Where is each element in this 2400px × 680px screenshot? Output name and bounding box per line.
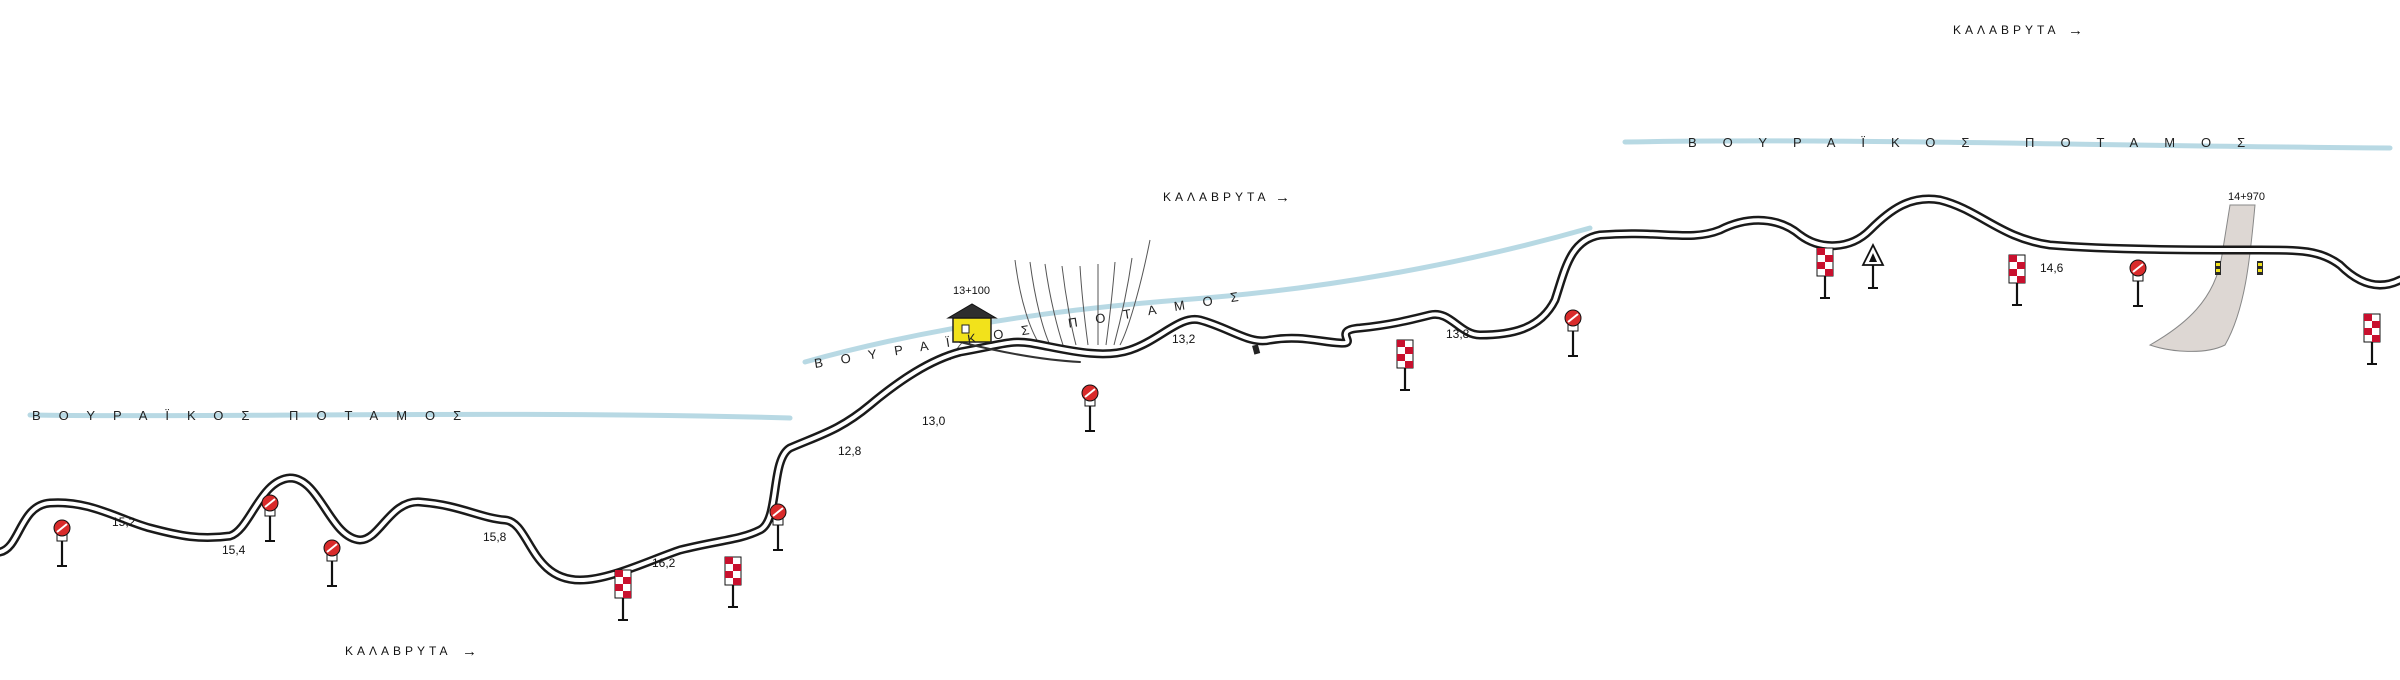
chainage-label-station: 13+100	[953, 285, 990, 297]
river-label-right: ΒΟΥΡΑΪΚΟΣ ΠΟΤΑΜΟΣ	[1688, 135, 2271, 150]
km-label: 13,0	[922, 414, 946, 428]
chainage-label-crossing: 14+970	[2228, 191, 2265, 203]
km-label: 15,4	[222, 543, 246, 557]
km-label: 15,2	[112, 515, 136, 529]
checker-board-sign-icon	[614, 569, 632, 621]
track-outer	[0, 194, 2400, 585]
direction-text: ΚΑΛΑΒΡΥΤΑ	[1953, 23, 2059, 37]
river-segment-middle	[802, 225, 1593, 365]
direction-label-middle: ΚΑΛΑΒΡΥΤΑ →	[1163, 189, 1290, 206]
stop-signal-icon	[53, 519, 71, 567]
km-label: 15,8	[483, 530, 507, 544]
river-segments	[27, 138, 2393, 421]
stop-signal-icon	[769, 503, 787, 551]
checker-board-sign-icon	[2363, 313, 2381, 365]
km-label: 13,2	[1172, 332, 1196, 346]
direction-label-top: ΚΑΛΑΒΡΥΤΑ →	[1953, 22, 2083, 39]
checker-board-sign-icon	[724, 556, 742, 608]
arrow-right-icon: →	[2068, 22, 2083, 39]
km-label: 14,6	[2040, 261, 2064, 275]
km-label: 13,8	[1446, 327, 1470, 341]
railway-track	[0, 194, 2400, 585]
signals	[53, 242, 2381, 621]
km-label: 16,2	[652, 556, 676, 570]
arrow-right-icon: →	[462, 643, 477, 660]
km-label: 12,8	[838, 444, 862, 458]
road-crossing	[2148, 204, 2256, 352]
stop-signal-icon	[2129, 259, 2147, 307]
river-segment-left	[27, 411, 793, 421]
direction-label-bottom: ΚΑΛΑΒΡΥΤΑ →	[345, 643, 477, 660]
river-segment-right	[1622, 138, 2393, 151]
stop-signal-icon	[1564, 309, 1582, 357]
station-building-icon	[946, 303, 998, 343]
checker-board-sign-icon	[1396, 339, 1414, 391]
direction-text: ΚΑΛΑΒΡΥΤΑ	[1163, 190, 1269, 204]
checker-board-sign-icon	[2008, 254, 2026, 306]
crossing-barrier-icon	[2257, 261, 2263, 275]
track-marker-icon	[1252, 344, 1261, 355]
stop-signal-icon	[261, 494, 279, 542]
station-siding	[959, 341, 1081, 363]
stop-signal-icon	[323, 539, 341, 587]
warning-triangle-sign-icon	[1861, 242, 1885, 289]
crossing-barrier-icon	[2215, 261, 2221, 275]
arrow-right-icon: →	[1275, 189, 1290, 206]
checker-board-sign-icon	[1816, 247, 1834, 299]
direction-text: ΚΑΛΑΒΡΥΤΑ	[345, 644, 451, 658]
track-inner	[0, 197, 2400, 582]
river-label-left: ΒΟΥΡΑΪΚΟΣ ΠΟΤΑΜΟΣ	[32, 408, 479, 423]
stop-signal-icon	[1081, 384, 1099, 432]
